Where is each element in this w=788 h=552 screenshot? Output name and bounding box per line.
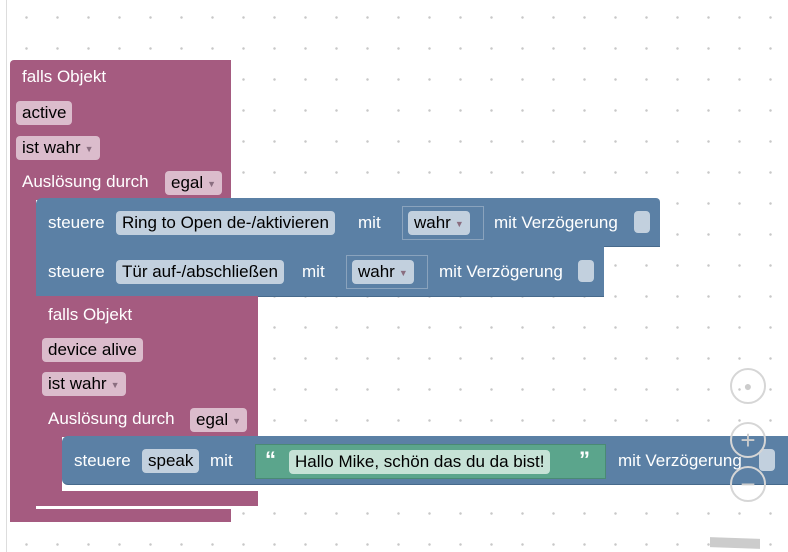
control2-device-field[interactable]: Tür auf-/abschließen	[116, 260, 284, 284]
control2-label: steuere	[48, 262, 105, 281]
inner-trigger-value: egal	[196, 410, 229, 429]
control2-value-dropdown[interactable]: wahr▼	[352, 260, 414, 284]
control-block-speak[interactable]: steuere speak mit “ Hallo Mike, schön da…	[62, 436, 788, 485]
control2-value-block[interactable]: wahr▼	[346, 255, 428, 289]
outer-trigger-dropdown[interactable]: egal▼	[165, 171, 223, 195]
inner-condition-value: ist wahr	[48, 374, 107, 393]
dropdown-arrow-icon: ▼	[207, 178, 217, 189]
speak-text-field[interactable]: Hallo Mike, schön das du da bist!	[289, 450, 551, 474]
outer-header-label: falls Objekt	[22, 67, 107, 86]
outer-condition-value: ist wahr	[22, 138, 81, 157]
speak-with-label: mit	[210, 451, 233, 470]
inner-object-field[interactable]: device alive	[42, 338, 143, 362]
outer-object-field[interactable]: active	[16, 101, 73, 125]
outer-trigger-label: Auslösung durch	[22, 172, 149, 191]
dropdown-arrow-icon: ▼	[110, 379, 120, 390]
inner-block-footer	[36, 491, 258, 506]
inner-header-label: falls Objekt	[48, 305, 133, 324]
control2-delay-label: mit Verzögerung	[439, 262, 563, 281]
outer-trigger-value: egal	[171, 173, 204, 192]
close-quote-icon: ”	[579, 447, 590, 472]
control1-value: wahr	[414, 213, 451, 232]
open-quote-icon: “	[265, 447, 276, 472]
recenter-icon[interactable]: ●	[730, 368, 766, 404]
control2-value: wahr	[358, 262, 395, 281]
control1-value-block[interactable]: wahr▼	[402, 206, 484, 240]
zoom-out-icon[interactable]: −	[730, 466, 766, 502]
control2-delay-checkbox[interactable]	[578, 260, 594, 282]
outer-block-arm	[10, 198, 36, 522]
control2-with-label: mit	[302, 262, 325, 281]
control-block-ring[interactable]: steuere Ring to Open de-/aktivieren mit …	[36, 198, 660, 247]
speak-label: steuere	[74, 451, 131, 470]
control-block-door[interactable]: steuere Tür auf-/abschließen mit wahr▼ m…	[36, 246, 604, 297]
speak-delay-label: mit Verzögerung	[618, 451, 742, 470]
speak-device-field[interactable]: speak	[142, 449, 200, 473]
dropdown-arrow-icon: ▼	[84, 143, 94, 154]
dropdown-arrow-icon: ▼	[454, 218, 464, 229]
inner-trigger-label: Auslösung durch	[48, 409, 175, 428]
control1-delay-label: mit Verzögerung	[494, 213, 618, 232]
outer-condition-dropdown[interactable]: ist wahr▼	[16, 136, 100, 160]
speak-delay-checkbox[interactable]	[759, 449, 775, 471]
inner-condition-dropdown[interactable]: ist wahr▼	[42, 372, 126, 396]
trash-icon[interactable]	[710, 537, 760, 549]
outer-block-footer	[10, 509, 231, 522]
control1-label: steuere	[48, 213, 105, 232]
dropdown-arrow-icon: ▼	[398, 267, 408, 278]
dropdown-arrow-icon: ▼	[232, 415, 242, 426]
inner-trigger-dropdown[interactable]: egal▼	[190, 408, 248, 432]
text-block[interactable]: “ Hallo Mike, schön das du da bist! ”	[255, 444, 606, 479]
control1-device-field[interactable]: Ring to Open de-/aktivieren	[116, 211, 335, 235]
control1-value-dropdown[interactable]: wahr▼	[408, 211, 470, 235]
zoom-in-icon[interactable]: +	[730, 422, 766, 458]
control1-with-label: mit	[358, 213, 381, 232]
control1-delay-checkbox[interactable]	[634, 211, 650, 233]
